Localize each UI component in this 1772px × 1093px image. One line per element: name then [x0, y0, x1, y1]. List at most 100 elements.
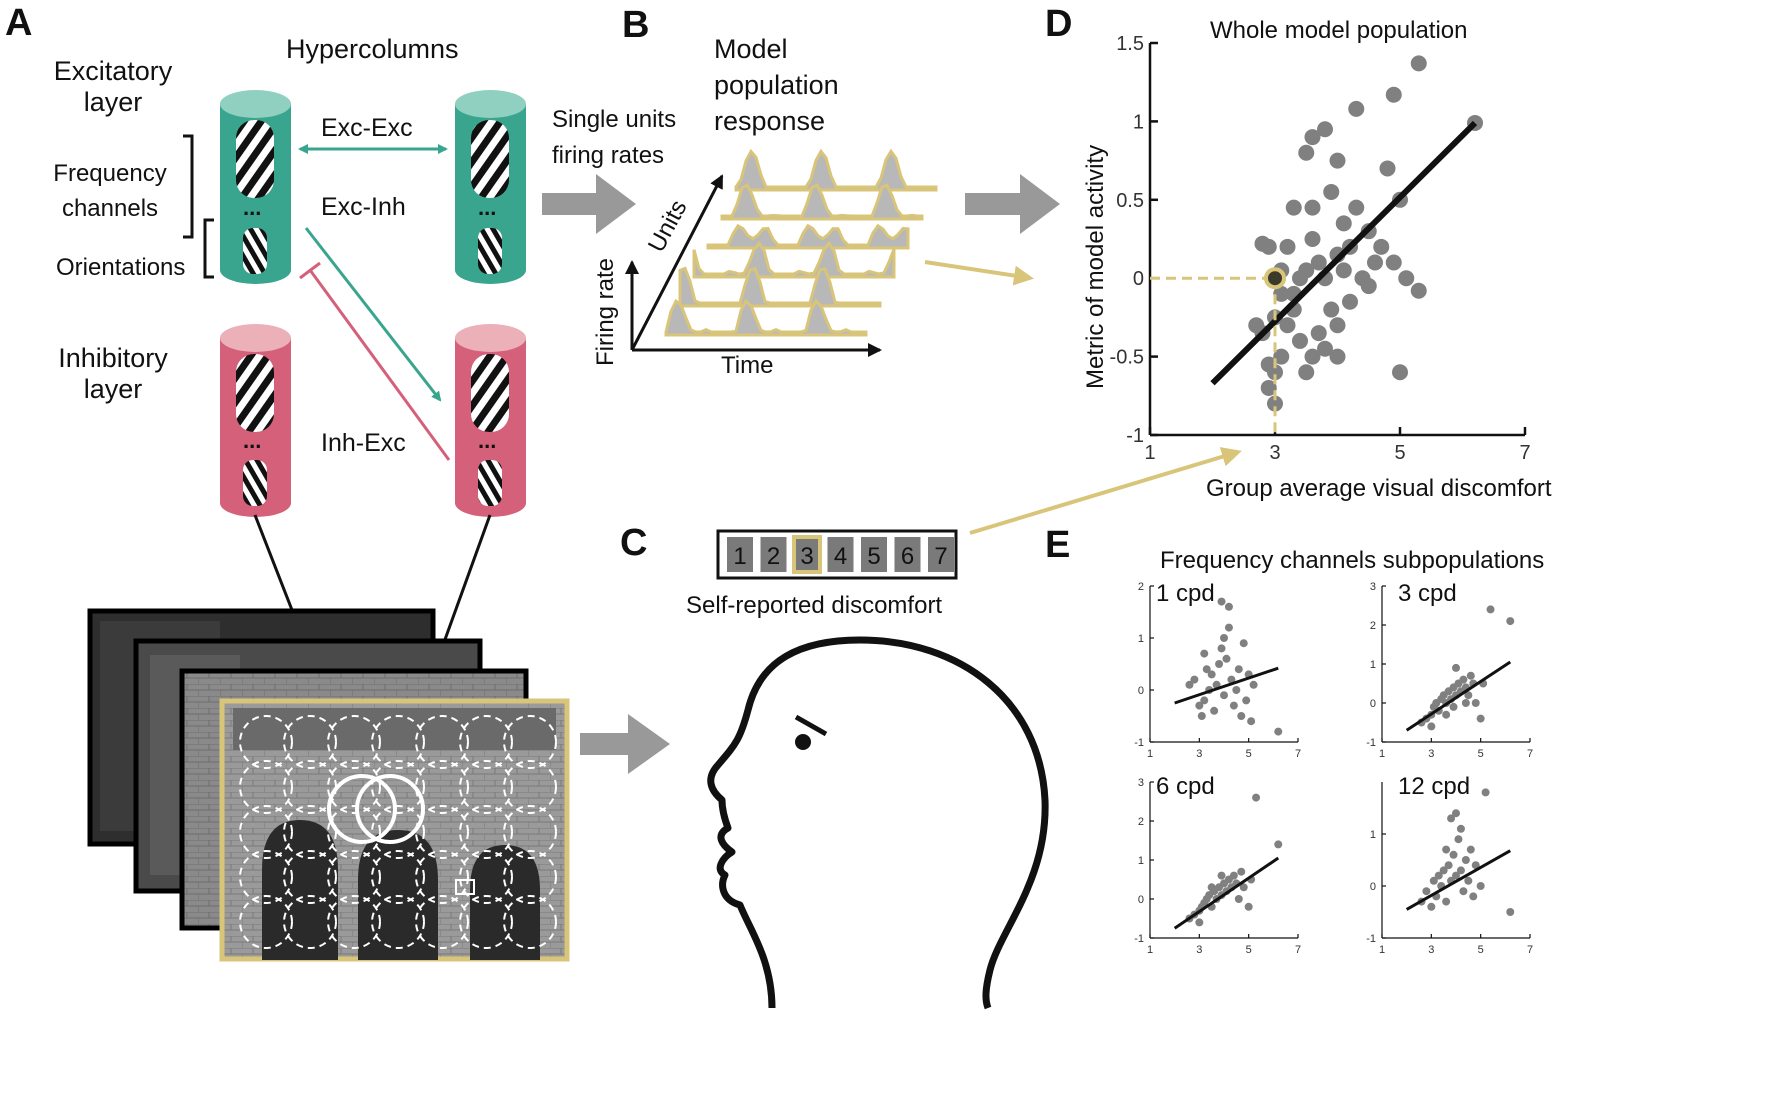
rf-circle: [503, 805, 557, 859]
y-tick-label: 0: [1138, 685, 1144, 697]
data-point: [1304, 129, 1321, 146]
hypercolumns-label: Hypercolumns: [286, 34, 459, 64]
data-point: [1506, 908, 1515, 916]
data-point: [1224, 623, 1233, 632]
scale-number-1: 1: [733, 543, 746, 570]
x-tick-label: 5: [1478, 748, 1484, 760]
data-point: [1429, 876, 1438, 885]
data-point: [1317, 340, 1333, 357]
data-point: [1481, 788, 1490, 797]
eye-icon: [795, 734, 811, 750]
rf-circle: [239, 715, 293, 769]
data-point: [1329, 317, 1346, 334]
x-tick-label: 3: [1428, 748, 1434, 760]
fit-line: [1405, 849, 1512, 911]
x-tick-label: 3: [1428, 944, 1434, 956]
data-point: [1348, 100, 1365, 117]
scale-box-5: [861, 537, 887, 572]
data-point: [1267, 364, 1283, 381]
unit-response-ridge: [678, 266, 882, 308]
data-point: [1252, 793, 1261, 802]
data-point: [1422, 887, 1431, 896]
y-tick-label: 1: [1370, 659, 1376, 671]
data-point: [1506, 617, 1515, 626]
scale-number-4: 4: [834, 543, 847, 570]
data-point: [1249, 680, 1258, 689]
rf-circle: [371, 850, 425, 904]
data-point: [1273, 348, 1290, 365]
ellipsis-inh-left: ...: [243, 428, 262, 453]
data-point: [1323, 183, 1340, 200]
rf-highlight-left: [327, 774, 397, 844]
y-tick-label: 0: [1133, 268, 1144, 290]
data-point: [1449, 850, 1458, 859]
arrow-a-to-b: [542, 174, 636, 234]
arrow-b-to-d: [965, 174, 1060, 234]
scale-number-3: 3: [800, 543, 813, 570]
x-tick-label: 5: [1246, 944, 1252, 956]
x-tick-label: 3: [1196, 944, 1202, 956]
ellipsis-exc-right: ...: [478, 195, 497, 220]
frequency-channels-label: Frequency channels: [40, 157, 180, 227]
exc-cylinder-left: [220, 90, 291, 284]
data-point: [1304, 199, 1321, 216]
rf-circle: [503, 760, 557, 814]
data-point: [1274, 727, 1283, 736]
receptive-field-grid: [239, 715, 557, 949]
panel-label-a: A: [5, 2, 33, 44]
highlight-point: [1264, 267, 1286, 290]
y-tick-label: -1: [1366, 933, 1376, 945]
head-silhouette: [707, 636, 1049, 1010]
excitatory-line-2: layer: [83, 87, 143, 118]
y-tick-label: 1: [1370, 829, 1376, 841]
x-tick-label: 5: [1246, 748, 1252, 760]
data-point: [1267, 395, 1283, 412]
ellipsis-inh-right: ...: [478, 428, 497, 453]
single-units-line-1: Single units: [552, 106, 677, 133]
data-point: [1410, 55, 1427, 72]
y-tick-label: 0.5: [1116, 190, 1144, 212]
rf-circle: [415, 760, 469, 814]
single-units-line-2: firing rates: [552, 142, 665, 169]
rf-circle: [239, 895, 293, 949]
scale-number-6: 6: [901, 543, 914, 570]
x-tick-label: 7: [1295, 748, 1301, 760]
data-point: [1442, 897, 1451, 906]
data-point: [1434, 871, 1443, 880]
data-point: [1298, 262, 1315, 279]
data-point: [1298, 144, 1315, 161]
data-point: [1367, 254, 1383, 271]
x-tick-label: 5: [1478, 944, 1484, 956]
self-report-caption: Self-reported discomfort: [686, 592, 943, 619]
data-point: [1466, 845, 1475, 854]
orientation-bracket: [203, 218, 214, 279]
subplot-title-1cpd: 1 cpd: [1156, 580, 1215, 607]
data-point: [1200, 649, 1209, 658]
scale-number-2: 2: [767, 543, 780, 570]
inh-exc-bar: [299, 261, 321, 280]
exc-exc-label: Exc-Exc: [321, 114, 413, 142]
unit-response-ridge: [664, 298, 868, 337]
rf-circle: [283, 895, 337, 949]
data-point: [1329, 152, 1346, 169]
rf-circle: [239, 805, 293, 859]
data-point: [1234, 895, 1243, 903]
data-point: [1373, 238, 1390, 255]
data-point: [1317, 121, 1333, 138]
inhibitory-layer-label: Inhibitory layer: [38, 343, 188, 405]
rf-circle: [503, 895, 557, 949]
data-point: [1224, 602, 1233, 611]
data-point: [1476, 714, 1485, 723]
x-tick-label: 5: [1394, 442, 1405, 464]
y-tick-label: 3: [1370, 581, 1376, 593]
subplot-title-3cpd: 3 cpd: [1398, 580, 1457, 607]
panel-label-e: E: [1045, 524, 1071, 566]
data-point: [1273, 285, 1290, 302]
frequency-bracket: [183, 134, 194, 239]
x-tick-label: 3: [1269, 442, 1280, 464]
data-point: [1444, 861, 1453, 870]
data-point: [1348, 199, 1365, 216]
data-point: [1456, 866, 1465, 875]
